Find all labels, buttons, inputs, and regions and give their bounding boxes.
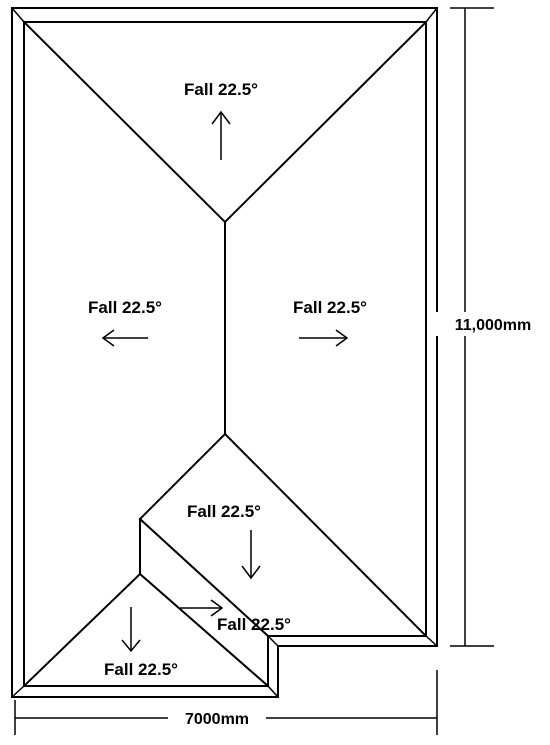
up-arrow-icon — [211, 110, 231, 160]
height-dimension-label: 11,000mm — [455, 317, 532, 334]
fall-label-lower-middle: Fall 22.5° — [187, 502, 261, 521]
corner-connector-bl — [11, 685, 25, 698]
hip-top-left — [22, 20, 227, 224]
width-dimension-label: 7000mm — [185, 711, 249, 728]
corner-connector-tr — [425, 7, 438, 23]
right-arrow-icon — [299, 329, 349, 347]
fall-label-left: Fall 22.5° — [88, 298, 162, 317]
hip-lower-left — [138, 432, 227, 521]
hip-bottom-left — [22, 572, 142, 688]
corner-connector-bstep — [267, 685, 279, 698]
fall-label-bottom-left: Fall 22.5° — [104, 660, 178, 679]
width-dimension: 7000mm — [14, 670, 438, 735]
right-arrow-icon — [180, 599, 224, 617]
hip-top-right — [223, 20, 428, 224]
height-dimension: 11,000mm — [436, 7, 548, 647]
fall-label-top: Fall 22.5° — [184, 80, 258, 99]
fall-label-right: Fall 22.5° — [293, 298, 367, 317]
down-arrow-icon — [121, 607, 141, 653]
corner-connector-tl — [11, 7, 25, 23]
down-arrow-icon — [241, 530, 261, 580]
valley-step — [138, 517, 270, 638]
corner-connector-br — [425, 635, 438, 647]
left-arrow-icon — [101, 329, 148, 347]
hip-bottom-right — [138, 572, 270, 688]
fall-label-step: Fall 22.5° — [217, 615, 291, 634]
corner-connector-step — [267, 635, 279, 647]
hip-lower-right — [223, 432, 428, 638]
